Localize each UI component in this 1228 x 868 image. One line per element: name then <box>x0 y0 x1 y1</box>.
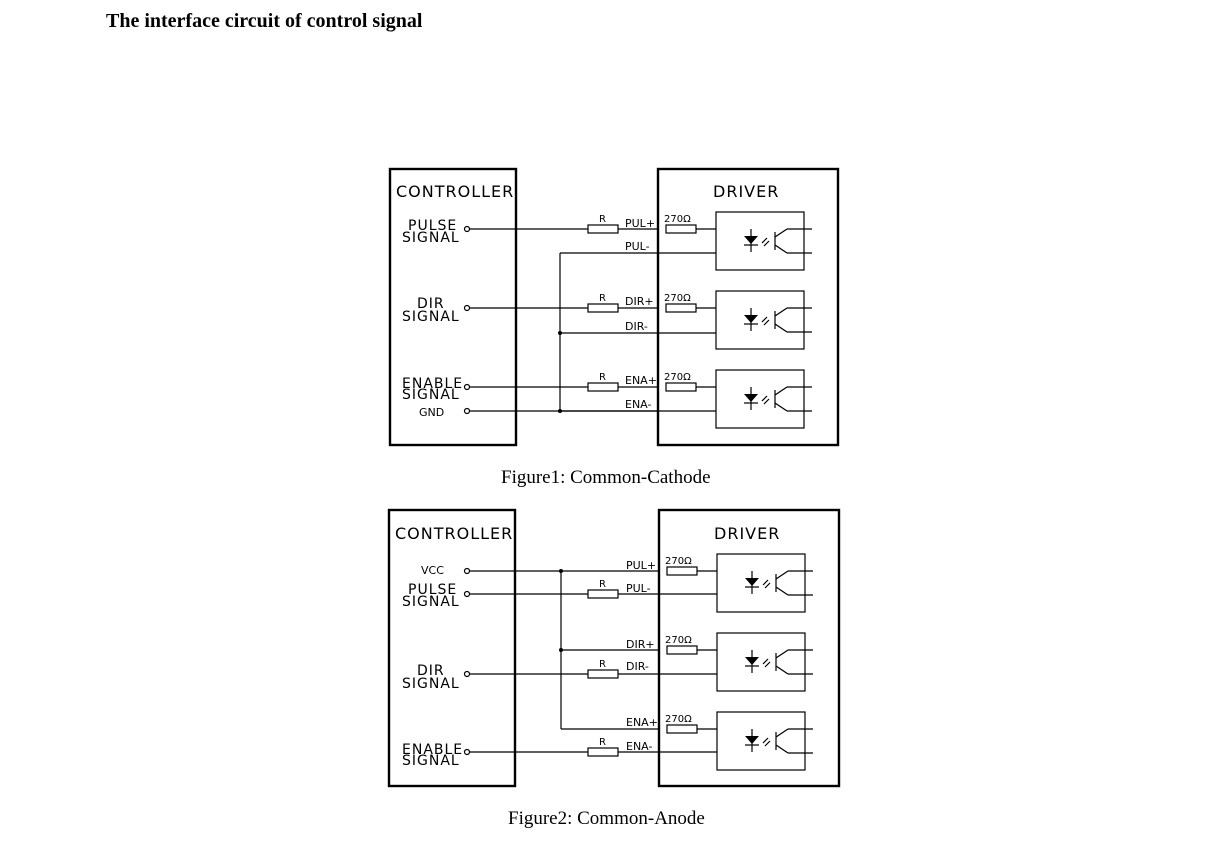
f1-wires <box>470 228 658 413</box>
f1-pul-plus-label: PUL+ <box>625 217 655 230</box>
f2-enable-resistor-label: R <box>599 737 606 748</box>
f1-gnd-terminal <box>463 407 471 415</box>
f2-pulse-270-label: 270Ω <box>665 556 692 567</box>
page-title: The interface circuit of control signal <box>106 10 423 32</box>
f2-dir-plus-label: DIR+ <box>626 638 655 651</box>
f1-pulse-270-label: 270Ω <box>664 214 691 225</box>
f2-wires <box>470 569 659 753</box>
f1-dir-minus-label: DIR- <box>625 320 648 333</box>
f1-enable-270-label: 270Ω <box>664 372 691 383</box>
f2-vcc-terminal <box>463 567 471 575</box>
f1-internal-resistors <box>665 224 716 392</box>
f1-controller-box <box>388 167 518 447</box>
f2-pulse-label: PULSE <box>408 582 457 598</box>
f1-pul-minus-label: PUL- <box>625 240 650 253</box>
f1-enable-label: ENABLE <box>402 376 463 392</box>
f2-dir-label: DIR <box>417 663 445 679</box>
f2-controller-label: CONTROLLER <box>395 524 513 543</box>
f1-optocoupler-enable <box>658 369 812 429</box>
f1-dir-terminal <box>463 304 471 312</box>
f1-pulse-signal-label: SIGNAL <box>402 230 460 246</box>
f1-enable-resistor <box>587 382 619 392</box>
f1-optocoupler-pulse <box>658 211 812 271</box>
f2-enable-terminal <box>463 748 471 756</box>
f1-dir-plus-label: DIR+ <box>625 295 654 308</box>
f1-enable-resistor-label: R <box>599 372 606 383</box>
f1-ena-minus-label: ENA- <box>625 398 651 411</box>
f2-ena-plus-label: ENA+ <box>626 716 658 729</box>
f2-enable-270-label: 270Ω <box>665 714 692 725</box>
f1-dir-270-label: 270Ω <box>664 293 691 304</box>
f2-pul-minus-label: PUL- <box>626 582 651 595</box>
f2-pul-plus-label: PUL+ <box>626 559 656 572</box>
f1-dir-resistor <box>587 303 619 313</box>
f2-enable-signal-label: SIGNAL <box>402 753 460 769</box>
f1-enable-signal-label: SIGNAL <box>402 387 460 403</box>
f2-pulse-terminal <box>463 590 471 598</box>
f2-controller-box <box>387 508 517 788</box>
f1-pulse-resistor <box>587 224 619 234</box>
f2-dir-270-label: 270Ω <box>665 635 692 646</box>
f2-driver-label: DRIVER <box>714 524 780 543</box>
f1-dir-signal-label: SIGNAL <box>402 309 460 325</box>
f1-driver-box <box>656 167 840 447</box>
f1-dir-resistor-label: R <box>599 293 606 304</box>
f2-enable-label: ENABLE <box>402 742 463 758</box>
f1-dir-label: DIR <box>417 296 445 312</box>
f2-optocoupler-pulse <box>659 553 813 613</box>
f2-dir-terminal <box>463 670 471 678</box>
f1-pulse-terminal <box>463 225 471 233</box>
f2-vcc-label: VCC <box>421 564 444 577</box>
f2-enable-resistor <box>587 747 619 757</box>
f2-optocoupler-dir <box>659 632 813 692</box>
f2-pulse-signal-label: SIGNAL <box>402 594 460 610</box>
f1-ena-plus-label: ENA+ <box>625 374 657 387</box>
f2-ena-minus-label: ENA- <box>626 740 652 753</box>
f2-pulse-resistor-label: R <box>599 579 606 590</box>
figure1-caption: Figure1: Common-Cathode <box>501 467 711 488</box>
f2-driver-box <box>657 508 841 788</box>
f1-pulse-resistor-label: R <box>599 214 606 225</box>
f1-pulse-label: PULSE <box>408 218 457 234</box>
f2-dir-resistor-label: R <box>599 659 606 670</box>
f2-dir-resistor <box>587 669 619 679</box>
figure2-caption: Figure2: Common-Anode <box>508 808 705 829</box>
f1-driver-label: DRIVER <box>713 182 779 201</box>
f2-dir-minus-label: DIR- <box>626 660 649 673</box>
f2-internal-resistors <box>666 566 717 734</box>
f2-pulse-resistor <box>587 589 619 599</box>
f2-dir-signal-label: SIGNAL <box>402 676 460 692</box>
f1-controller-label: CONTROLLER <box>396 182 514 201</box>
f1-gnd-label: GND <box>419 406 444 419</box>
f1-optocoupler-dir <box>658 290 812 350</box>
f1-enable-terminal <box>463 383 471 391</box>
f2-optocoupler-enable <box>659 711 813 771</box>
